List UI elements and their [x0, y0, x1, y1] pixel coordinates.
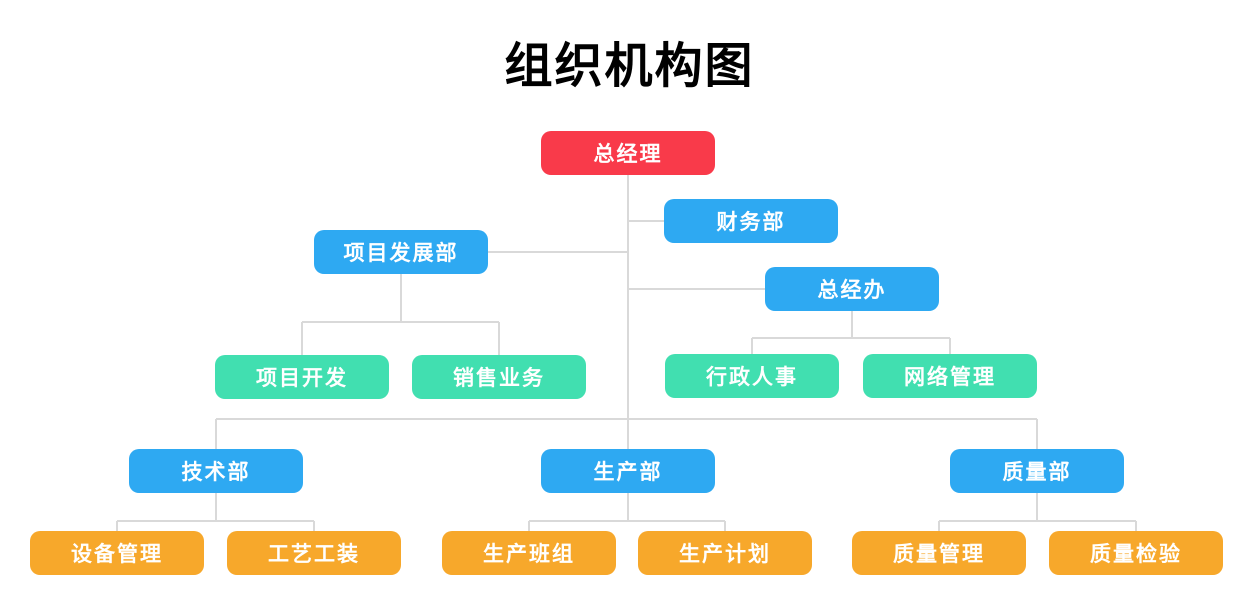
node-admin-hr: 行政人事: [665, 354, 839, 398]
node-quality-inspection: 质量检验: [1049, 531, 1223, 575]
node-tech-dept: 技术部: [129, 449, 303, 493]
connector-tech-children: [116, 493, 315, 531]
node-production-planning: 生产计划: [638, 531, 812, 575]
node-quality-management: 质量管理: [852, 531, 1026, 575]
node-sales-business: 销售业务: [412, 355, 586, 399]
node-network-management: 网络管理: [863, 354, 1037, 398]
connector-project-dev-children: [301, 274, 500, 355]
node-production-dept: 生产部: [541, 449, 715, 493]
node-finance-dept: 财务部: [664, 199, 838, 243]
connector-gm-office-children: [751, 311, 951, 354]
chart-title: 组织机构图: [504, 40, 755, 93]
node-quality-dept: 质量部: [950, 449, 1124, 493]
node-process-tooling: 工艺工装: [227, 531, 401, 575]
node-equipment-management: 设备管理: [30, 531, 204, 575]
connector-production-children: [528, 493, 726, 531]
node-project-development-dept: 项目发展部: [314, 230, 488, 274]
node-project-development: 项目开发: [215, 355, 389, 399]
node-gm-office: 总经办: [765, 267, 939, 311]
node-production-team: 生产班组: [442, 531, 616, 575]
node-general-manager: 总经理: [541, 131, 715, 175]
connector-bottom-rail: [215, 418, 1038, 449]
connector-quality-children: [938, 493, 1137, 531]
